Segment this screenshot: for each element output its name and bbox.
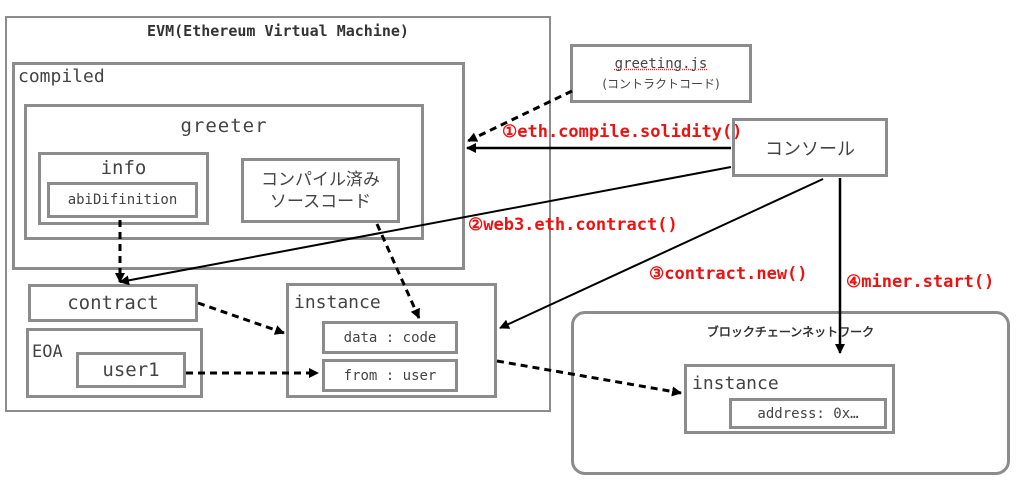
step1-label: ①eth.compile.solidity() [502, 122, 743, 142]
compiled-source-box: コンパイル済み ソースコード [241, 158, 400, 223]
compiled-label: compiled [18, 66, 105, 87]
compiled-source-line1: コンパイル済み [261, 169, 380, 190]
console-box: コンソール [732, 118, 888, 177]
greeting-js-filename: greeting.js [614, 55, 708, 72]
instance-data-field: data : code [322, 321, 458, 354]
chain-instance-label: instance [692, 373, 779, 394]
console-label: コンソール [765, 138, 855, 160]
greeter-label: greeter [180, 115, 268, 137]
abi-definition-label: abiDifinition [67, 192, 178, 208]
eoa-label: EOA [32, 342, 63, 362]
instance-from-label: from : user [343, 367, 437, 384]
contract-label: contract [67, 292, 159, 314]
step2-label: ②web3.eth.contract() [468, 215, 678, 235]
step4-label: ④miner.start() [846, 272, 995, 292]
greeting-js-box: greeting.js (コントラクトコード) [570, 44, 752, 103]
instance-data-label: data : code [343, 329, 437, 346]
contract-box: contract [28, 284, 198, 322]
chain-instance-address: address: 0x… [729, 398, 887, 429]
user1-box: user1 [76, 352, 186, 388]
abi-definition-box: abiDifinition [47, 182, 198, 218]
instance-label: instance [294, 292, 381, 313]
user1-label: user1 [102, 359, 160, 381]
chain-instance-address-label: address: 0x… [757, 405, 859, 422]
info-label: info [100, 157, 147, 179]
evm-title: EVM(Ethereum Virtual Machine) [147, 22, 409, 40]
compiled-source-line2: ソースコード [269, 191, 372, 212]
greeting-js-desc: (コントラクトコード) [602, 76, 720, 91]
step3-label: ③contract.new() [649, 264, 808, 284]
instance-from-field: from : user [322, 359, 458, 392]
blockchain-network-title: ブロックチェーンネットワーク [706, 325, 875, 339]
